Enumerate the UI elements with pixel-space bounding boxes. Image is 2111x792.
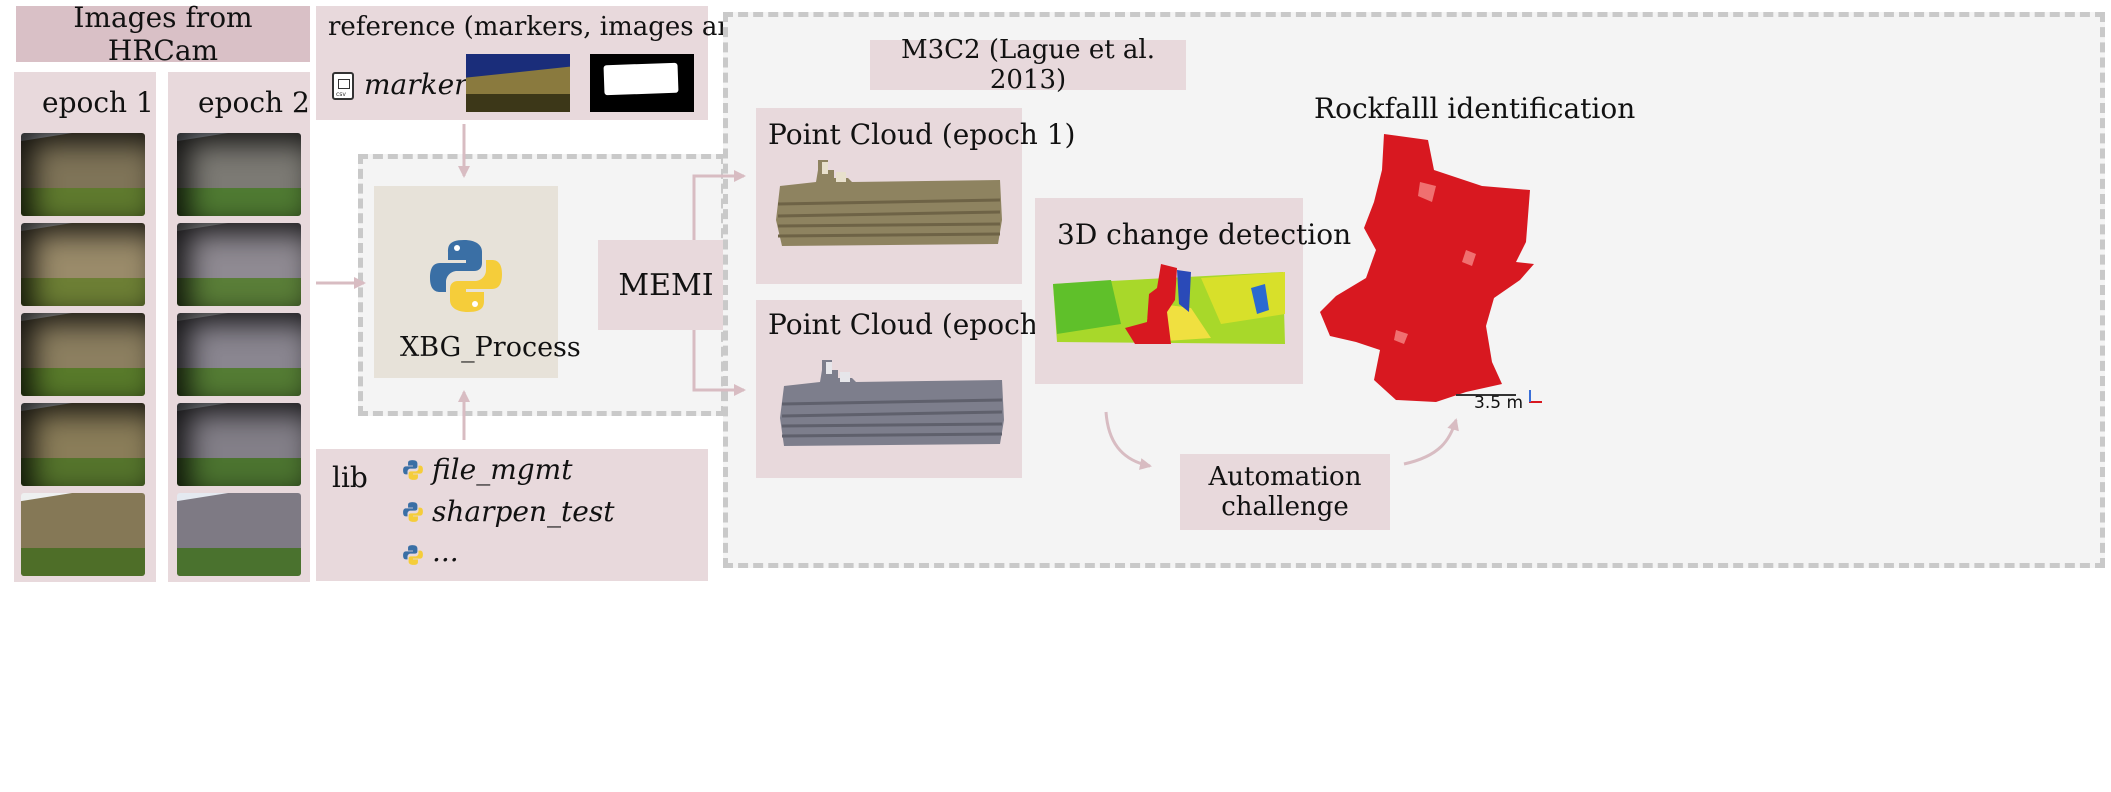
lib-box: lib file_mgmt sharpen_test ... [316, 449, 708, 581]
memi-box: MEMI [598, 240, 734, 330]
scale-label: 3.5 m [1474, 393, 1523, 413]
pointcloud-epoch2-label: Point Cloud (epoch 2) [768, 308, 1076, 341]
pointcloud-epoch1-box: Point Cloud (epoch 1) [756, 108, 1075, 284]
markers-label: markers [364, 68, 482, 101]
epoch1-label: epoch 1 [42, 86, 154, 119]
epoch1-photo-1 [21, 133, 145, 216]
rockfall-image [1320, 134, 1534, 402]
pointcloud-epoch2-box: Point Cloud (epoch 2) [756, 300, 1075, 478]
xbg-process-box: XBG_Process [374, 186, 581, 378]
hrcam-title: Images from HRCam [73, 1, 253, 67]
change-detection-box: 3D change detection [1035, 198, 1351, 384]
lib-item-3-python-icon [403, 545, 423, 565]
lib-item-1-python-icon [403, 460, 423, 480]
axis-triad-icon [1529, 390, 1542, 403]
memi-label: MEMI [618, 267, 714, 303]
m3c2-label: M3C2 (Lague et al. 2013) [901, 35, 1155, 95]
lib-label: lib [332, 461, 368, 494]
csv-file-icon: csv [332, 72, 354, 100]
epoch2-label: epoch 2 [198, 86, 310, 119]
pointcloud-epoch1-image [776, 160, 1002, 246]
epoch2-photo-3 [177, 313, 301, 396]
automation-line1: Automation [1208, 462, 1362, 492]
epoch1-photo-3 [21, 313, 145, 396]
arrow-automation-to-rockfall [1403, 418, 1459, 466]
epoch2-photo-1 [177, 133, 301, 216]
hrcam-title-box: Images from HRCam [16, 1, 310, 67]
python-logo-icon [430, 240, 502, 312]
epoch1-photo-5 [21, 493, 145, 576]
scale-bar [1456, 394, 1516, 396]
epoch2-photo-2 [177, 223, 301, 306]
change-detection-image [1053, 264, 1285, 344]
epoch2-photo-5 [177, 493, 301, 576]
reference-box: reference (markers, images and masks) cs… [316, 6, 852, 120]
m3c2-box: M3C2 (Lague et al. 2013) [870, 35, 1186, 95]
rockfall-title: Rockfalll identification [1314, 92, 1636, 125]
csv-file-badge: csv [336, 91, 346, 98]
lib-item-2: sharpen_test [432, 495, 615, 528]
change-detection-label: 3D change detection [1057, 218, 1352, 251]
pointcloud-epoch2-image [780, 360, 1004, 446]
lib-item-2-python-icon [403, 502, 423, 522]
pointcloud-epoch1-label: Point Cloud (epoch 1) [768, 118, 1076, 151]
arrow-memi-to-pc2 [692, 330, 746, 396]
automation-box: Automation challenge [1180, 454, 1390, 530]
epoch2-photo-4 [177, 403, 301, 486]
reference-image [466, 54, 570, 112]
arrow-memi-to-pc1 [692, 170, 746, 240]
lib-item-1: file_mgmt [432, 453, 573, 486]
arrow-change-to-automation [1104, 411, 1152, 470]
automation-line2: challenge [1221, 492, 1349, 522]
reference-mask [590, 54, 694, 112]
epoch1-photo-2 [21, 223, 145, 306]
epoch1-photo-4 [21, 403, 145, 486]
xbg-process-label: XBG_Process [400, 332, 581, 363]
lib-item-3: ... [432, 535, 459, 568]
